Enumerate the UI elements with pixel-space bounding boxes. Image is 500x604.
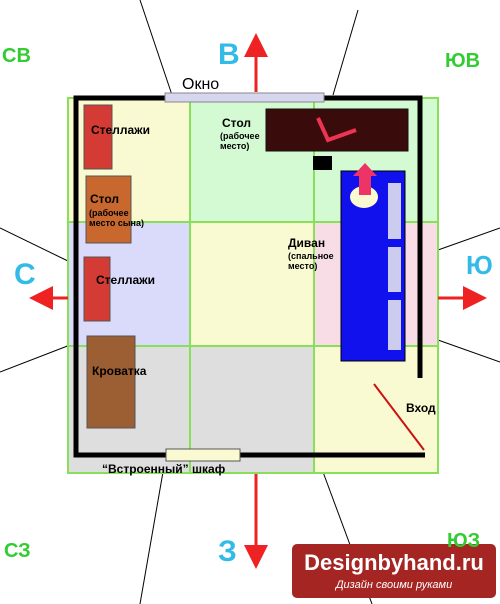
shelves-top-label: Стеллажи: [91, 123, 151, 137]
wardrobe: [165, 448, 241, 462]
corner-label-ne: ЮВ: [445, 50, 481, 72]
son-desk-sublabel: (рабочее место сына): [89, 208, 144, 228]
clock-hands: [316, 117, 357, 143]
corner-label-nw: СВ: [2, 45, 31, 67]
wardrobe-label: “Встроенный” шкаф: [102, 462, 226, 476]
son-desk: [85, 175, 132, 244]
window: [164, 92, 325, 103]
sofa-label: Диван: [288, 236, 326, 250]
corner-label-se: ЮЗ: [447, 530, 481, 552]
sofa-cushion-1: [388, 183, 401, 239]
work-desk: [265, 108, 409, 152]
desk-label: Стол: [222, 116, 252, 130]
zone-se: [313, 345, 439, 474]
shelves-top: [83, 104, 113, 170]
watermark-logo: Designbyhand.ru Дизайн своими руками: [292, 544, 496, 598]
crib-label: Кроватка: [92, 364, 147, 378]
desk-sublabel: (рабочее место): [220, 131, 260, 151]
direction-east-label: Ю: [466, 250, 493, 280]
son-desk-label: Стол: [90, 192, 120, 206]
zone-grid: [67, 97, 439, 474]
sleep-direction-arrow: [353, 163, 377, 195]
watermark-site: Designbyhand.ru: [304, 550, 484, 575]
crib: [86, 335, 136, 429]
sofa-sublabel: (спальное место): [288, 251, 334, 271]
door-swing: [373, 383, 425, 451]
walls: [73, 95, 425, 458]
chair: [313, 156, 332, 170]
direction-south-label: З: [218, 535, 237, 568]
sofa-cushion-2: [388, 247, 401, 292]
watermark-tagline: Дизайн своими руками: [335, 579, 453, 591]
entrance-label: Вход: [406, 401, 436, 415]
sofa-cushion-3: [388, 300, 401, 350]
direction-west-label: С: [14, 258, 36, 291]
direction-north-label: В: [218, 38, 240, 71]
corner-label-sw: СЗ: [4, 540, 31, 562]
window-label: Окно: [182, 76, 220, 93]
shelves-mid: [83, 256, 111, 322]
shelves-mid-label: Стеллажи: [96, 273, 156, 287]
compass-arrows: [29, 33, 487, 569]
